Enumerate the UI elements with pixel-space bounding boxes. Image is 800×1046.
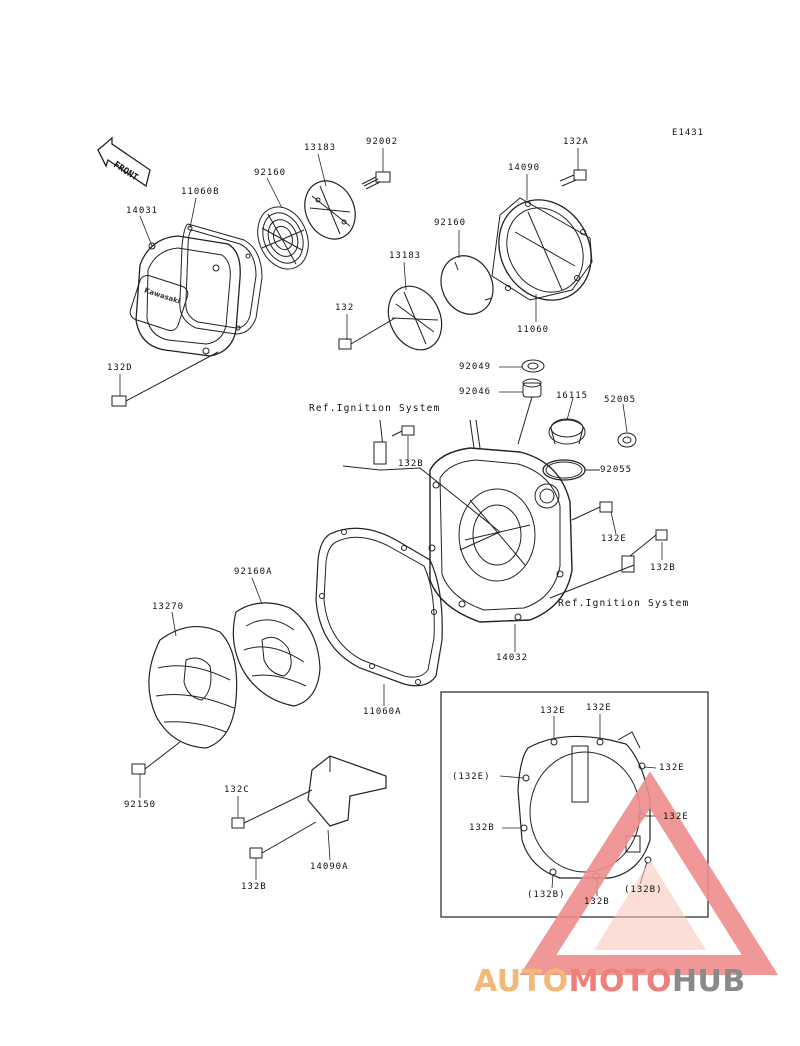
- inset-label-132e-4: 132E: [659, 763, 685, 773]
- damper-92160-top: [257, 206, 309, 270]
- label-14090a: 14090A: [310, 862, 349, 872]
- ignition-bracket-upper: [342, 419, 501, 551]
- plate-13270: [148, 626, 238, 749]
- gasket-11060a: [315, 527, 443, 687]
- bolt-132b-lower: [249, 821, 317, 859]
- label-52005: 52005: [604, 395, 637, 405]
- damper-92160a: [232, 602, 321, 707]
- inset-label-132e-1: 132E: [540, 706, 566, 716]
- label-92055: 92055: [600, 465, 633, 475]
- label-14032: 14032: [496, 653, 529, 663]
- label-11060a: 11060A: [363, 707, 402, 717]
- label-16115: 16115: [556, 391, 589, 401]
- cover-14090: [491, 197, 593, 301]
- diagram-code: E1431: [672, 128, 705, 138]
- generator-outer-cover: Kawasaki: [129, 235, 241, 357]
- watermark-part-2: MOTO: [568, 964, 672, 999]
- label-132c: 132C: [224, 785, 250, 795]
- label-132a: 132A: [563, 137, 589, 147]
- watermark-part-3: HUB: [671, 964, 746, 999]
- label-132b-a: 132B: [398, 459, 424, 469]
- bolt-132: [338, 317, 396, 350]
- bolt-92150: [131, 741, 181, 775]
- inset-label-132b-3: 132B: [584, 897, 610, 907]
- inset-label-132e-3: (132E): [452, 772, 491, 782]
- label-14090: 14090: [508, 163, 541, 173]
- label-92150: 92150: [124, 800, 157, 810]
- damper-92160-mid: [440, 255, 494, 315]
- svg-text:Kawasaki: Kawasaki: [143, 286, 181, 305]
- inset-label-132e-2: 132E: [586, 703, 612, 713]
- label-92160a: 92160A: [234, 567, 273, 577]
- label-92049: 92049: [459, 362, 492, 372]
- watermark-logo-icon: [519, 771, 779, 975]
- generator-cover-14032: [428, 419, 573, 623]
- label-13183-mid: 13183: [389, 251, 422, 261]
- plate-13183-top: [304, 180, 356, 240]
- label-13270: 13270: [152, 602, 185, 612]
- bracket-14090a: [307, 755, 387, 827]
- label-11060b: 11060B: [181, 187, 220, 197]
- cap-16115: [548, 418, 586, 445]
- label-14031: 14031: [126, 206, 159, 216]
- bearing-92046: [517, 378, 542, 445]
- gasket-11060b: [179, 223, 263, 335]
- o-ring-92055: [542, 459, 600, 481]
- label-132b-b: 132B: [650, 563, 676, 573]
- bolt-132c: [231, 789, 313, 829]
- label-92046: 92046: [459, 387, 492, 397]
- bolt-132a: [559, 169, 587, 187]
- inset-label-132b-2: (132B): [527, 890, 566, 900]
- label-132b-c: 132B: [241, 882, 267, 892]
- inset-label-132e-5: 132E: [663, 812, 689, 822]
- watermark-part-1: AUTO: [474, 964, 569, 999]
- bolt-132e: [571, 501, 613, 521]
- label-92160-mid: 92160: [434, 218, 467, 228]
- plate-13183-mid: [387, 285, 443, 351]
- label-92002: 92002: [366, 137, 399, 147]
- label-132: 132: [335, 303, 355, 313]
- plug-52005: [617, 432, 637, 448]
- label-132e-a: 132E: [601, 534, 627, 544]
- label-ref-ignition-1: Ref.Ignition System: [309, 403, 441, 414]
- label-13183-top: 13183: [304, 143, 337, 153]
- label-11060: 11060: [517, 325, 550, 335]
- watermark-text: AUTOMOTOHUB: [474, 965, 746, 999]
- seal-92049: [521, 359, 545, 373]
- label-ref-ignition-2: Ref.Ignition System: [558, 598, 690, 609]
- bolt-132d: [111, 351, 219, 407]
- ignition-bracket-lower: [549, 529, 668, 599]
- label-132d: 132D: [107, 363, 133, 373]
- label-92160-top: 92160: [254, 168, 287, 178]
- front-arrow-icon: FRONT: [97, 136, 151, 188]
- leader-lines: [119, 148, 663, 896]
- inset-label-132b-4: (132B): [624, 885, 663, 895]
- inset-label-132b-1: 132B: [469, 823, 495, 833]
- stud-92002: [361, 171, 391, 190]
